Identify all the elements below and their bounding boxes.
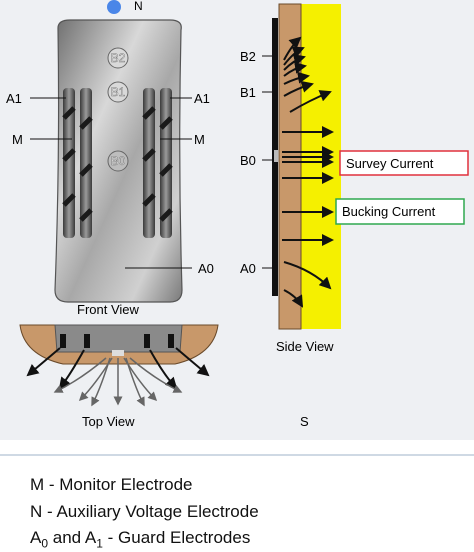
pad-tan bbox=[278, 3, 302, 330]
a0-front-label: A0 bbox=[198, 261, 214, 276]
top-view bbox=[19, 324, 219, 407]
bucking-current-box bbox=[335, 198, 465, 225]
front-view-leaders bbox=[30, 97, 192, 269]
a1-right-label: A1 bbox=[194, 91, 210, 106]
s-label: S bbox=[300, 414, 309, 429]
formation-yellow bbox=[301, 4, 341, 329]
b0-side-label: B0 bbox=[240, 153, 256, 168]
a1-left-label: A1 bbox=[6, 91, 22, 106]
legend-guard-sub0: 0 bbox=[41, 536, 49, 551]
b1-side-label: B1 bbox=[240, 85, 256, 100]
legend-guard-tail: - Guard Electrodes bbox=[102, 528, 251, 547]
b2-button-label: B2 bbox=[111, 51, 126, 65]
front-view-tool bbox=[54, 19, 183, 303]
survey-current-box bbox=[339, 150, 469, 176]
b1-button-label: B1 bbox=[111, 85, 126, 99]
side-view-caption: Side View bbox=[276, 339, 334, 354]
side-view bbox=[262, 3, 469, 330]
front-view-caption: Front View bbox=[77, 302, 139, 317]
legend-guard-sub1: 1 bbox=[96, 536, 103, 551]
side-leaders bbox=[262, 55, 272, 269]
n-electrode-dot bbox=[107, 0, 121, 14]
n-label: N bbox=[134, 0, 143, 13]
survey-current-label: Survey Current bbox=[346, 156, 434, 171]
b0-button-label: B0 bbox=[111, 154, 126, 168]
legend-guard-mid: and A bbox=[48, 528, 97, 547]
a0-side-label: A0 bbox=[240, 261, 256, 276]
legend-guard-a: A bbox=[30, 528, 42, 547]
legend-auxiliary: N - Auxiliary Voltage Electrode bbox=[30, 502, 259, 521]
b2-side-label: B2 bbox=[240, 49, 256, 64]
bucking-current-label: Bucking Current bbox=[342, 204, 436, 219]
m-right-label: M bbox=[194, 132, 205, 147]
legend-guard: A0 and A1 - Guard Electrodes bbox=[30, 529, 250, 549]
m-left-label: M bbox=[12, 132, 23, 147]
top-view-caption: Top View bbox=[82, 414, 135, 429]
legend-monitor: M - Monitor Electrode bbox=[30, 475, 193, 494]
